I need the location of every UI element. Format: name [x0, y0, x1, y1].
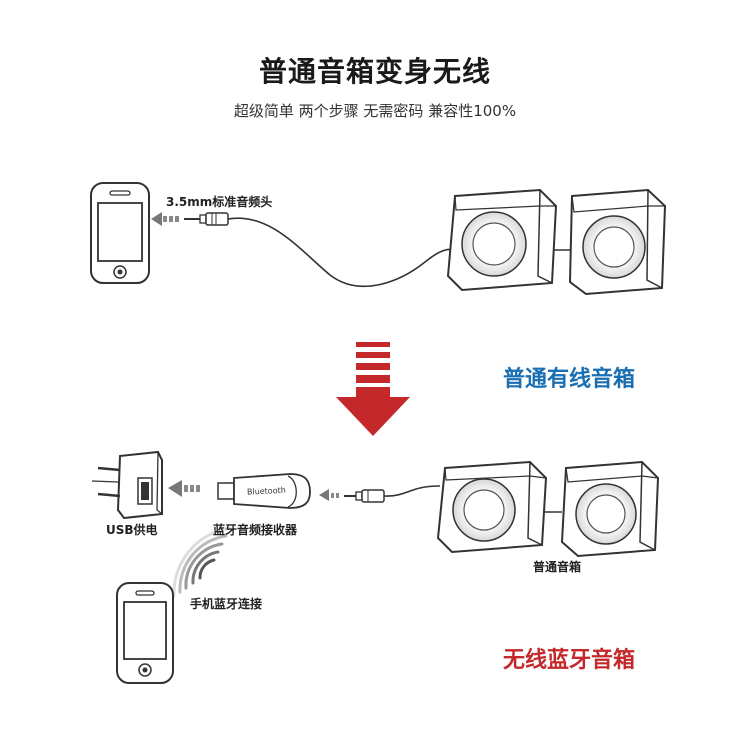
- receiver-brand-text: Bluetooth: [247, 486, 286, 497]
- phone-bluetooth-label: 手机蓝牙连接: [190, 597, 263, 611]
- section-label-wired: 普通有线音箱: [503, 367, 636, 392]
- speaker-left-bottom-icon: [436, 460, 548, 554]
- phone-top-icon: [90, 182, 150, 284]
- arrow-left-icon-3: [319, 489, 339, 501]
- speaker-right-top-icon: [568, 188, 667, 296]
- audio-cable-top: [227, 217, 456, 288]
- bluetooth-receiver-icon: Bluetooth: [217, 473, 311, 509]
- charger-label: USB供电: [106, 523, 158, 537]
- section-label-wireless: 无线蓝牙音箱: [503, 648, 636, 673]
- jack-label: 3.5mm标准音频头: [166, 195, 273, 209]
- speaker-right-bottom-icon: [560, 460, 660, 558]
- bluetooth-signal-icon: [172, 526, 232, 598]
- page-title: 普通音箱变身无线: [258, 55, 491, 88]
- audio-jack-icon: [184, 212, 229, 226]
- speaker-label: 普通音箱: [533, 560, 582, 574]
- receiver-label: 蓝牙音频接收器: [213, 523, 298, 537]
- arrow-left-icon-2: [168, 480, 200, 497]
- audio-cable-bottom: [383, 485, 441, 497]
- phone-bottom-icon: [116, 582, 174, 684]
- speaker-left-top-icon: [446, 188, 558, 292]
- page-subtitle: 超级简单 两个步骤 无需密码 兼容性100%: [233, 102, 517, 120]
- arrow-left-icon: [151, 212, 179, 226]
- usb-charger-icon: [91, 450, 163, 520]
- down-arrow-icon: [336, 342, 410, 436]
- audio-jack-icon-2: [344, 489, 385, 503]
